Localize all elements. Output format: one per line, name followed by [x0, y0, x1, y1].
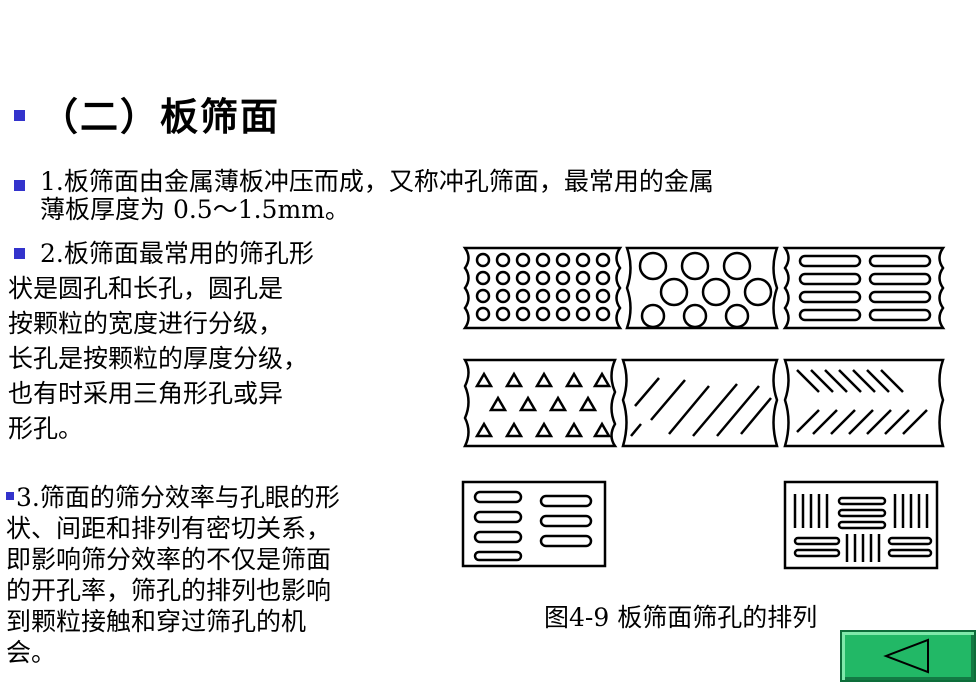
paragraph-line: 状是圆孔和长孔，圆孔是 [8, 274, 284, 303]
paragraph-line: 按颗粒的宽度进行分级， [8, 309, 284, 338]
large-round-holes-panel [625, 246, 779, 330]
triangle-left-icon [883, 638, 929, 674]
long-slot-holes-panel [782, 246, 946, 330]
square-bullet-icon [6, 492, 14, 500]
paragraph-line: 1.板筛面由金属薄板冲压而成，又称冲孔筛面，最常用的金属 [40, 167, 714, 196]
paragraph-1: 1.板筛面由金属薄板冲压而成，又称冲孔筛面，最常用的金属 薄板厚度为 0.5～1… [40, 168, 714, 224]
triangle-holes-panel [462, 358, 618, 448]
diagonal-slot-holes-panel [621, 358, 779, 448]
mixed-slot-holes-panel [783, 480, 939, 570]
paragraph-line: 会。 [6, 638, 57, 667]
paragraph-line: 的开孔率，筛孔的排列也影响 [6, 576, 332, 605]
chevron-slot-holes-panel [783, 358, 945, 448]
small-round-holes-panel [462, 246, 623, 330]
paragraph-line: 薄板厚度为 0.5～1.5mm。 [40, 195, 350, 224]
paragraph-line: 2.板筛面最常用的筛孔形 [40, 239, 314, 268]
paragraph-line: 3.筛面的筛分效率与孔眼的形 [16, 483, 340, 512]
paragraph-line: 到颗粒接触和穿过筛孔的机 [6, 607, 307, 636]
paragraph-line: 状、间距和排列有密切关系， [6, 514, 332, 543]
figure-caption: 图4-9 板筛面筛孔的排列 [544, 603, 818, 632]
paragraph-line: 即影响筛分效率的不仅是筛面 [6, 545, 332, 574]
paragraph-2: 2.板筛面最常用的筛孔形 状是圆孔和长孔，圆孔是 按颗粒的宽度进行分级， 长孔是… [8, 236, 314, 446]
page-title: （二）板筛面 [40, 94, 281, 139]
square-bullet-icon [14, 110, 25, 121]
square-bullet-icon [14, 180, 25, 191]
back-button[interactable] [840, 630, 976, 682]
paragraph-line: 也有时采用三角形孔或异 [8, 379, 284, 408]
paragraph-line: 形孔。 [8, 414, 84, 443]
paragraph-line: 长孔是按颗粒的厚度分级， [8, 344, 309, 373]
long-slot-holes-panel-2 [461, 480, 607, 568]
sieve-pattern-figure [461, 246, 946, 570]
paragraph-3: 3.筛面的筛分效率与孔眼的形 状、间距和排列有密切关系， 即影响筛分效率的不仅是… [6, 482, 340, 668]
square-bullet-icon [14, 248, 25, 259]
